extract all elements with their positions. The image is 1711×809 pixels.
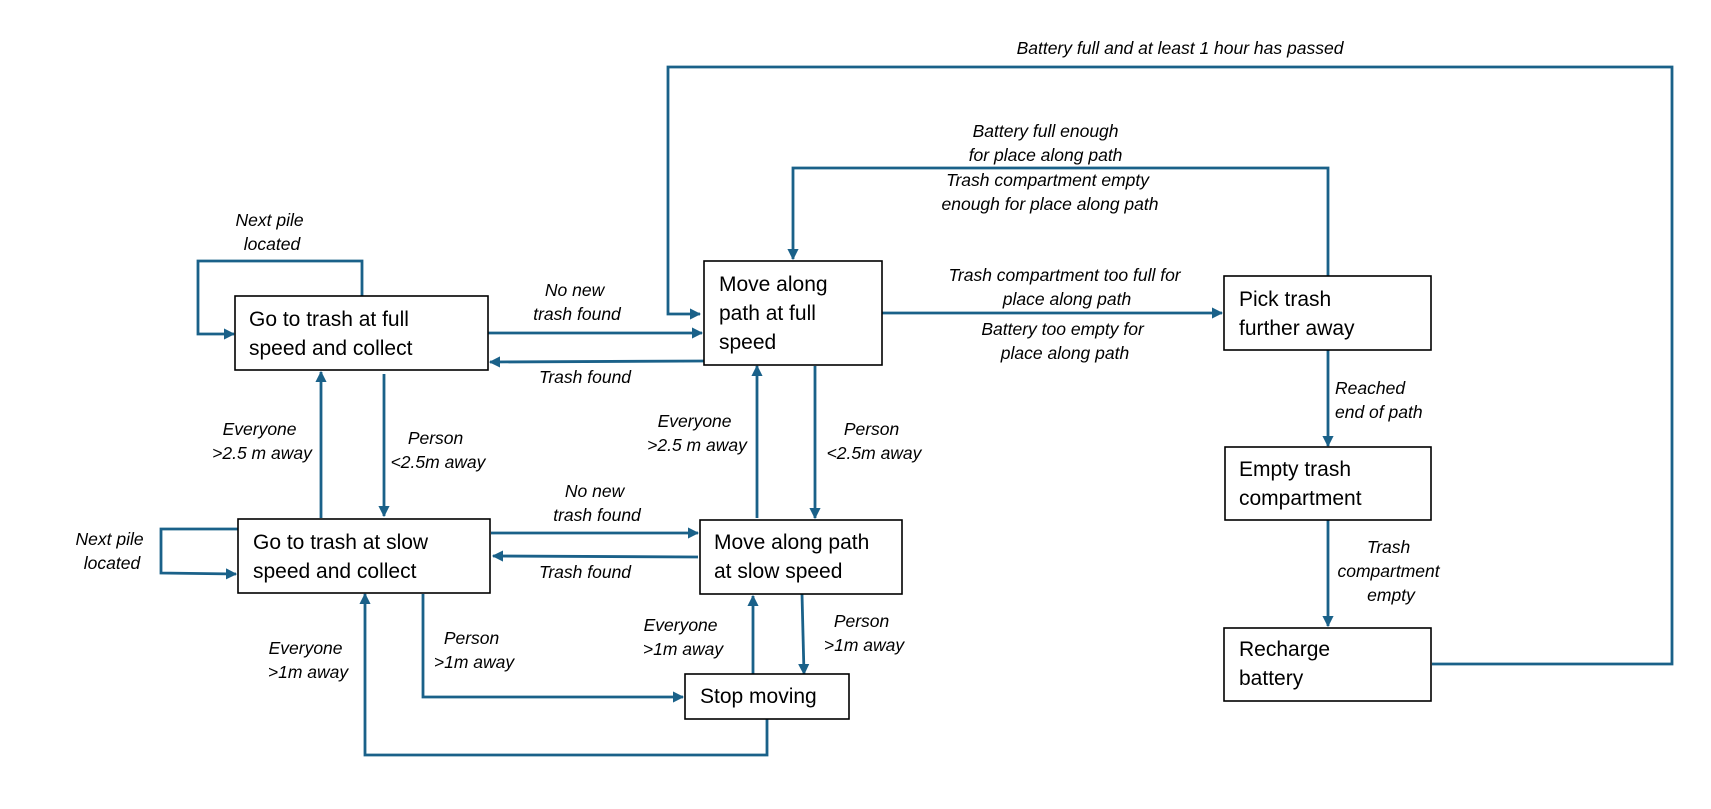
edge-slow-collect-self-loop: [159, 527, 238, 580]
label-person-1m-left: Person >1m away: [434, 628, 515, 672]
label-reached-end-of-path: Reached end of path: [1335, 378, 1423, 422]
label-everyone-2-5-mid: Everyone >2.5 m away: [647, 411, 748, 455]
label-person-1m-mid: Person >1m away: [824, 611, 905, 655]
state-move-along-path-full-speed: Move along path at full speed: [703, 260, 883, 366]
state-label: Go to trash at full speed and collect: [249, 308, 415, 360]
edge-full-collect-self-loop: [196, 259, 364, 340]
label-trash-found-full: Trash found: [539, 367, 632, 387]
label-no-new-trash-slow: No new trash found: [553, 481, 642, 525]
state-label: Stop moving: [700, 685, 817, 708]
label-compartment-too-full: Trash compartment too full for place alo…: [949, 265, 1186, 309]
state-recharge-battery: Recharge battery: [1223, 627, 1432, 702]
edge-full-path-to-full-collect: [488, 356, 705, 368]
label-next-pile-slow: Next pile located: [76, 529, 149, 573]
state-go-to-trash-full-speed: Go to trash at full speed and collect: [234, 295, 489, 371]
label-battery-full-enough: Battery full enough for place along path…: [942, 121, 1159, 214]
edge-slow-path-to-stop: [798, 593, 810, 676]
state-stop-moving: Stop moving: [684, 673, 850, 720]
state-go-to-trash-slow-speed: Go to trash at slow speed and collect: [237, 518, 491, 594]
label-everyone-2-5-left: Everyone >2.5 m away: [212, 419, 313, 463]
state-label: Empty trash compartment: [1239, 458, 1362, 510]
edge-slow-collect-to-stop: [421, 594, 685, 703]
label-everyone-1m-mid: Everyone >1m away: [643, 615, 724, 659]
edge-stop-to-slow-collect: [359, 592, 769, 757]
state-pick-trash-further-away: Pick trash further away: [1223, 275, 1432, 351]
label-no-new-trash-full: No new trash found: [533, 280, 622, 324]
label-trash-compartment-empty: Trash compartment empty: [1338, 537, 1445, 605]
edge-labels: Battery full and at least 1 hour has pas…: [76, 38, 1445, 682]
state-label: Recharge battery: [1239, 638, 1336, 690]
edge-recharge-to-full-path: [666, 65, 1674, 666]
edges: [159, 65, 1674, 757]
label-trash-found-slow: Trash found: [539, 562, 632, 582]
label-everyone-1m-left: Everyone >1m away: [268, 638, 349, 682]
state-empty-trash-compartment: Empty trash compartment: [1224, 446, 1432, 521]
label-battery-too-empty: Battery too empty for place along path: [981, 319, 1148, 363]
label-person-2-5-mid: Person <2.5m away: [827, 419, 923, 463]
state-label: Move along path at slow speed: [714, 531, 875, 583]
state-label: Pick trash further away: [1239, 288, 1355, 340]
state-label: Go to trash at slow speed and collect: [253, 531, 434, 583]
label-person-2-5-left: Person <2.5m away: [391, 428, 487, 472]
state-label: Move along path at full speed: [719, 273, 833, 354]
edge-pick-further-to-full-path: [787, 166, 1330, 276]
label-battery-full-hour: Battery full and at least 1 hour has pas…: [1017, 38, 1345, 58]
label-next-pile-full: Next pile located: [236, 210, 309, 254]
edge-slow-path-to-slow-collect: [491, 550, 699, 562]
state-move-along-path-slow-speed: Move along path at slow speed: [699, 519, 903, 595]
